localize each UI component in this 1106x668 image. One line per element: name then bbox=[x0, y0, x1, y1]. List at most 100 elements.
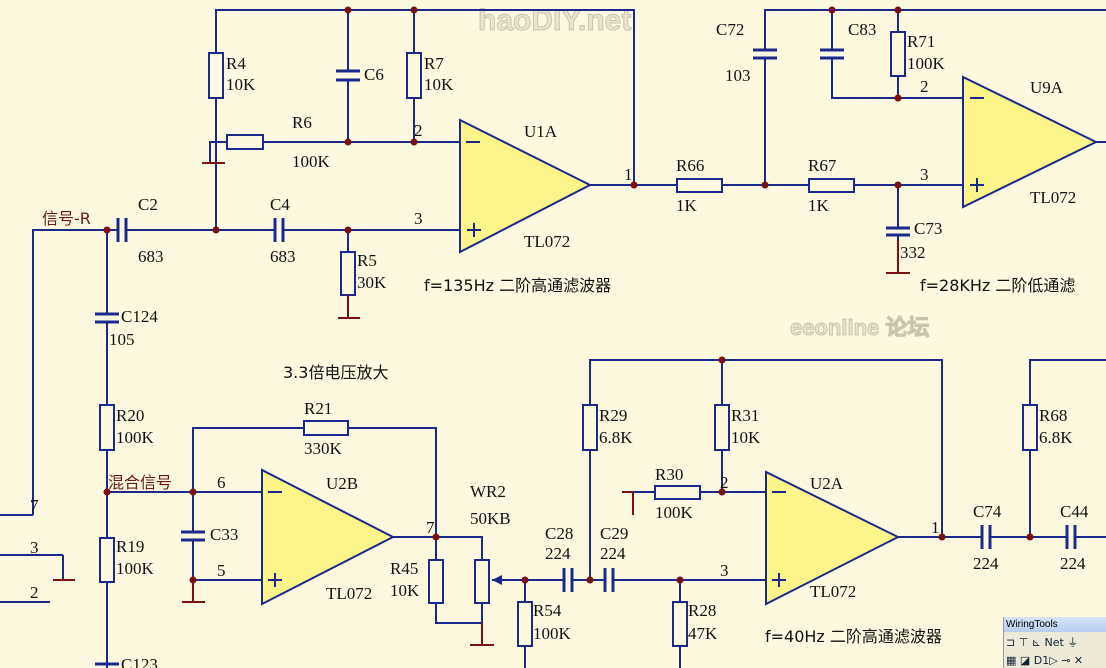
ref-C44: C44 bbox=[1060, 502, 1089, 521]
capacitor-C4 bbox=[273, 218, 285, 242]
net-label-mix: 混合信号 bbox=[108, 473, 172, 492]
pin-label: 3 bbox=[30, 538, 39, 557]
pin-label: 3 bbox=[920, 165, 929, 184]
ref-R29: R29 bbox=[599, 406, 627, 425]
wiring-tools-row-2[interactable]: ▦ ◪ D1▷ ⊸ ✕ bbox=[1006, 654, 1084, 667]
val-WR2: 50KB bbox=[470, 509, 511, 528]
val-U1A: TL072 bbox=[524, 232, 570, 251]
note-lp28: f=28KHz 二阶低通滤 bbox=[920, 276, 1075, 295]
note-gain: 3.3倍电压放大 bbox=[283, 363, 388, 382]
pin-label: 5 bbox=[217, 561, 226, 580]
pin-label: 2 bbox=[920, 77, 929, 96]
val-C72: 103 bbox=[725, 66, 751, 85]
ref-C29: C29 bbox=[600, 524, 628, 543]
ref-R31: R31 bbox=[731, 406, 759, 425]
capacitor-C28 bbox=[562, 568, 574, 592]
resistor-R31 bbox=[714, 404, 730, 451]
wires-top bbox=[0, 9, 1106, 516]
ref-R66: R66 bbox=[676, 156, 704, 175]
note-hp135: f=135Hz 二阶高通滤波器 bbox=[424, 276, 611, 295]
ref-R7: R7 bbox=[424, 54, 444, 73]
ref-C2: C2 bbox=[138, 195, 158, 214]
resistor-R5 bbox=[340, 251, 356, 296]
wires-bottom bbox=[0, 230, 1106, 668]
resistor-R4 bbox=[208, 52, 224, 99]
val-R28: 47K bbox=[688, 624, 718, 643]
ref-R5: R5 bbox=[357, 251, 377, 270]
resistor-R29 bbox=[582, 404, 598, 451]
opamp-U2B bbox=[261, 468, 396, 606]
ref-C6: C6 bbox=[364, 65, 384, 84]
pin-label: 7 bbox=[426, 518, 435, 537]
wiring-tools-row-1[interactable]: ⊐ ⊤ ⊾ Net ⏚ bbox=[1006, 636, 1079, 649]
pin-label: 7 bbox=[30, 496, 39, 515]
val-R45: 10K bbox=[390, 581, 420, 600]
ref-C72: C72 bbox=[716, 20, 744, 39]
val-C124: 105 bbox=[109, 330, 135, 349]
ref-R45: R45 bbox=[390, 559, 418, 578]
ground-symbols-bottom bbox=[53, 491, 634, 646]
val-R5: 30K bbox=[357, 273, 387, 292]
ref-R68: R68 bbox=[1039, 406, 1067, 425]
wiring-tools-title[interactable]: WiringTools bbox=[1004, 617, 1106, 632]
ref-C73: C73 bbox=[914, 219, 942, 238]
ref-R20: R20 bbox=[116, 406, 144, 425]
resistor-R71 bbox=[890, 31, 906, 77]
resistor-R7 bbox=[406, 52, 422, 99]
ref-C74: C74 bbox=[973, 502, 1002, 521]
ref-C28: C28 bbox=[545, 524, 573, 543]
val-R31: 10K bbox=[731, 428, 761, 447]
pin-label: 1 bbox=[931, 518, 940, 537]
wiring-tools-panel[interactable]: WiringTools ⊐ ⊤ ⊾ Net ⏚ ▦ ◪ D1▷ ⊸ ✕ bbox=[1003, 617, 1106, 668]
val-C74: 224 bbox=[973, 554, 999, 573]
pin-label: 2 bbox=[414, 121, 423, 140]
ref-R30: R30 bbox=[655, 465, 683, 484]
ref-C123: C123 bbox=[121, 655, 158, 668]
note-hp40: f=40Hz 二阶高通滤波器 bbox=[765, 627, 942, 646]
val-R7: 10K bbox=[424, 75, 454, 94]
ref-R6: R6 bbox=[292, 113, 312, 132]
resistor-R54 bbox=[517, 601, 533, 647]
net-label-signal-r: 信号-R bbox=[42, 209, 91, 228]
ref-R28: R28 bbox=[688, 601, 716, 620]
resistor-R30 bbox=[654, 485, 701, 500]
resistor-R20 bbox=[99, 404, 115, 451]
resistor-R19 bbox=[99, 537, 115, 583]
ref-WR2: WR2 bbox=[470, 482, 506, 501]
val-U2A: TL072 bbox=[810, 582, 856, 601]
val-R21: 330K bbox=[304, 439, 343, 458]
resistor-R28 bbox=[672, 601, 688, 647]
val-R68: 6.8K bbox=[1039, 428, 1073, 447]
ref-C33: C33 bbox=[210, 525, 238, 544]
val-R71: 100K bbox=[907, 54, 946, 73]
pin-label: 1 bbox=[624, 165, 633, 184]
ref-R19: R19 bbox=[116, 537, 144, 556]
wiper-arrow-icon bbox=[492, 575, 502, 585]
ref-C124: C124 bbox=[121, 307, 158, 326]
resistor-R67 bbox=[808, 178, 855, 193]
capacitor-C33 bbox=[181, 530, 205, 542]
capacitor-C124 bbox=[95, 312, 119, 324]
ref-R4: R4 bbox=[226, 54, 246, 73]
potentiometer-WR2 bbox=[474, 559, 490, 604]
val-C28: 224 bbox=[545, 544, 571, 563]
pin-label: 2 bbox=[30, 583, 39, 602]
capacitor-C2 bbox=[116, 218, 128, 242]
pin-label: 3 bbox=[414, 209, 423, 228]
pin-label: 3 bbox=[720, 561, 729, 580]
capacitor-C44 bbox=[1065, 525, 1077, 549]
pin-label: 6 bbox=[217, 473, 226, 492]
ref-U9A: U9A bbox=[1030, 78, 1064, 97]
val-R29: 6.8K bbox=[599, 428, 633, 447]
val-C2: 683 bbox=[138, 247, 164, 266]
val-C4: 683 bbox=[270, 247, 296, 266]
capacitor-C83 bbox=[820, 48, 844, 60]
resistor-R6 bbox=[226, 134, 264, 150]
labels: 信号-R 混合信号 f=135Hz 二阶高通滤波器 f=28KHz 二阶低通滤 … bbox=[30, 20, 1089, 668]
ref-U1A: U1A bbox=[524, 122, 558, 141]
val-R66: 1K bbox=[676, 196, 698, 215]
ref-C83: C83 bbox=[848, 20, 876, 39]
capacitor-C73 bbox=[886, 226, 910, 237]
